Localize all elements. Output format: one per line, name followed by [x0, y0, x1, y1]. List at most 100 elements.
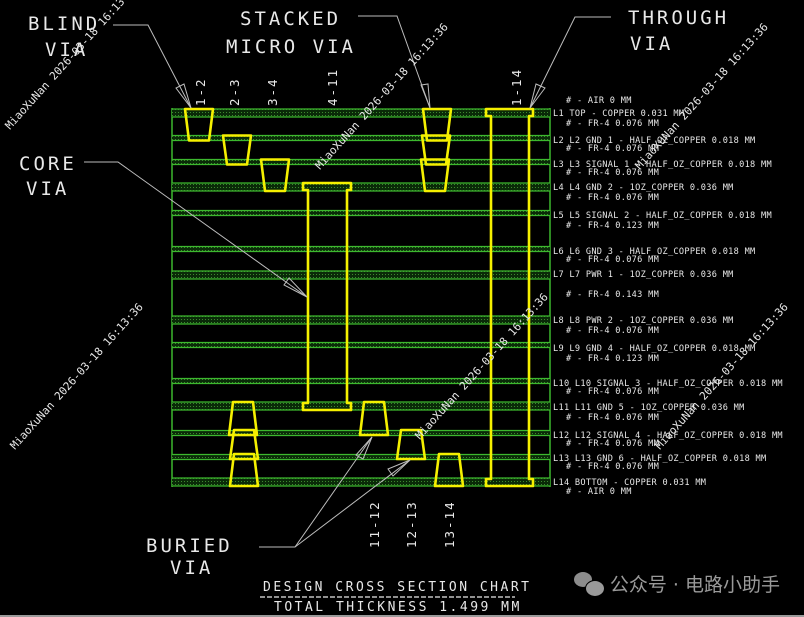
dielectric-row: # - FR-4 0.076 MM: [566, 413, 659, 423]
via-span-label-4-11: 4-11: [325, 68, 340, 106]
micro-via-3-4: [259, 158, 291, 193]
dielectric-row: # - FR-4 0.076 MM: [566, 326, 659, 336]
core-via-4-11: [301, 181, 353, 412]
buried-via-label-line2: VIA: [170, 557, 213, 579]
stacked-via-2-3: [420, 134, 452, 166]
copper-layer-row: L13 L13 GND 6 - HALF_OZ_COPPER 0.018 MM: [553, 454, 766, 464]
through-via-label-line2: VIA: [630, 33, 673, 55]
core-via-label-line2: VIA: [26, 178, 69, 200]
stacked-via-11-12: [227, 400, 259, 437]
layer-fill: [172, 135, 550, 141]
copper-layer-l11: [172, 401, 550, 411]
copper-layer-l6: [172, 245, 550, 253]
copper-layer-l9: [172, 341, 550, 349]
copper-layer-l13: [172, 453, 550, 461]
dielectric-row: # - AIR 0 MM: [566, 487, 632, 497]
buried-via-label-line1: BURIED: [146, 535, 233, 557]
via-span-label-2-3: 2-3: [227, 77, 242, 106]
through-via-leader: [529, 16, 611, 109]
blind-via-1-2: [183, 107, 215, 142]
stacked-via-label-line1: STACKED: [240, 8, 341, 30]
copper-layer-row: L8 L8 PWR 2 - 1OZ_COPPER 0.036 MM: [553, 316, 734, 326]
layer-fill: [172, 316, 550, 324]
wechat-watermark: 公众号 · 电路小助手: [573, 570, 780, 597]
stacked-via-3-4: [419, 158, 451, 193]
via-span-label-3-4: 3-4: [265, 77, 280, 106]
buried-via-12-13: [395, 428, 427, 461]
layer-fill: [172, 210, 550, 216]
total-thickness: TOTAL THICKNESS 1.499 MM: [274, 600, 522, 615]
dielectric-row: # - FR-4 0.143 MM: [566, 290, 659, 300]
copper-layer-row: L1 TOP - COPPER 0.031 MM: [553, 109, 684, 119]
dielectric-row: # - FR-4 0.076 MM: [566, 462, 659, 472]
layer-fill: [172, 402, 550, 410]
via-span-label-11-12: 11-12: [367, 500, 382, 548]
chart-title: DESIGN CROSS SECTION CHART: [263, 580, 532, 595]
layer-fill: [172, 378, 550, 384]
bottom-border: [0, 615, 804, 617]
copper-layer-row: L3 L3 SIGNAL 1 - HALF_OZ_COPPER 0.018 MM: [553, 160, 772, 170]
dielectric-row: # - FR-4 0.076 MM: [566, 168, 659, 178]
copper-layer-l10: [172, 377, 550, 385]
stacked-via-13-14: [228, 452, 260, 488]
leader-lines: [84, 15, 611, 548]
layer-fill: [172, 246, 550, 252]
copper-layer-l7: [172, 270, 550, 280]
copper-layer-row: L12 L12 SIGNAL 4 - HALF_OZ_COPPER 0.018 …: [553, 431, 783, 441]
buried-via-11-12: [358, 400, 390, 437]
dielectric-row: # - FR-4 0.123 MM: [566, 221, 659, 231]
stacked-via-arrowhead: [420, 83, 431, 109]
via-span-label-1-2: 1-2: [193, 77, 208, 106]
dielectric-row: # - AIR 0 MM: [566, 96, 632, 106]
dielectric-row: # - FR-4 0.076 MM: [566, 119, 659, 129]
copper-layer-l4: [172, 182, 550, 192]
layer-fill: [172, 478, 550, 486]
wechat-icon: [573, 571, 605, 597]
layer-fill: [172, 109, 550, 117]
blind-via-label-line1: BLIND: [28, 13, 100, 35]
buried-via-leader-2: [294, 459, 411, 548]
core-via-label-line1: CORE: [19, 153, 77, 175]
layer-fill: [172, 159, 550, 165]
board-layers: [171, 108, 551, 487]
dielectric-row: # - FR-4 0.076 MM: [566, 144, 659, 154]
copper-layer-row: L14 BOTTOM - COPPER 0.031 MM: [553, 478, 706, 488]
copper-layer-row: L9 L9 GND 4 - HALF_OZ_COPPER 0.018 MM: [553, 344, 756, 354]
blind-via-label-line2: VIA: [45, 39, 88, 61]
buried-via-arrowhead-2: [387, 459, 411, 477]
micro-via-2-3: [221, 134, 253, 166]
layer-fill: [172, 183, 550, 191]
dielectric-row: # - FR-4 0.076 MM: [566, 255, 659, 265]
copper-layer-row: L11 L11 GND 5 - 1OZ_COPPER 0.036 MM: [553, 403, 745, 413]
copper-layer-l5: [172, 209, 550, 217]
watermark-text: 公众号 · 电路小助手: [609, 574, 780, 596]
copper-layer-row: L6 L6 GND 3 - HALF_OZ_COPPER 0.018 MM: [553, 247, 756, 257]
overlay-watermark: MiaoXuNan 2026-03-18 16:13:36: [8, 301, 146, 452]
core-via-arrowhead: [283, 277, 308, 298]
copper-layer-row: L2 L2 GND 1 - HALF_OZ_COPPER 0.018 MM: [553, 136, 756, 146]
blind-via-arrowhead: [175, 83, 192, 109]
layer-fill: [172, 271, 550, 279]
stacked-via-1-2: [421, 107, 453, 142]
buried-via-arrowhead-1: [355, 436, 373, 460]
dielectric-row: # - FR-4 0.076 MM: [566, 193, 659, 203]
copper-layer-row: L4 L4 GND 2 - 1OZ_COPPER 0.036 MM: [553, 183, 734, 193]
vias: [183, 107, 535, 488]
dielectric-row: # - FR-4 0.076 MM: [566, 387, 659, 397]
copper-layer-l8: [172, 315, 550, 325]
blind-via-leader: [113, 24, 192, 109]
via-span-label-1-14: 1-14: [509, 68, 524, 106]
buried-via-leader-1: [259, 436, 373, 548]
layer-fill: [172, 342, 550, 348]
stacked-via-12-13: [228, 428, 260, 461]
copper-layer-row: L5 L5 SIGNAL 2 - HALF_OZ_COPPER 0.018 MM: [553, 211, 772, 221]
via-span-label-12-13: 12-13: [404, 500, 419, 548]
stacked-via-label-line2: MICRO VIA: [226, 36, 356, 58]
through-via-arrowhead: [529, 83, 546, 109]
via-span-label-13-14: 13-14: [442, 500, 457, 548]
layer-fill: [172, 454, 550, 460]
through-via-label-line1: THROUGH: [628, 7, 729, 29]
dielectric-row: # - FR-4 0.123 MM: [566, 354, 659, 364]
